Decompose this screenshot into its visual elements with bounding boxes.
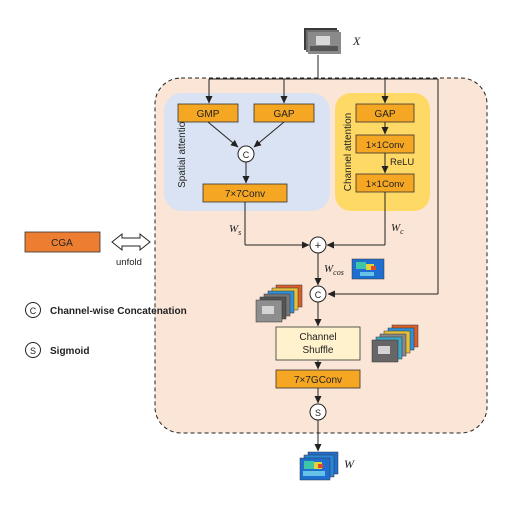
weight-wcos-label: Wcos [324,263,344,277]
spatial-conv-label: 7×7Conv [225,189,265,200]
relu-label: ReLU [390,157,414,168]
output-heatmap-thumbnail [299,451,339,481]
legend-sigmoid-icon [25,342,41,358]
legend-sigmoid-symbol: S [30,346,36,356]
cga-label: CGA [51,238,73,249]
sigmoid-symbol: S [315,408,321,418]
channel-shuffle-block [275,326,361,361]
shuffled-features-thumbnail [371,324,419,363]
unfold-arrow-icon [111,232,151,252]
output-label: W [344,457,355,471]
channel-attention-title: Channel attention [343,113,354,191]
cga-block [24,231,101,253]
spatial-gap-label: GAP [273,109,294,120]
channel-conv1-label: 1×1Conv [366,140,405,151]
channel-gap-label: GAP [374,109,395,120]
gmp-label: GMP [197,109,220,120]
wcos-heatmap-thumbnail [351,258,385,280]
input-label: X [352,34,361,48]
channel-conv2-label: 1×1Conv [366,179,405,190]
legend-concat-icon [25,302,41,318]
unfold-label: unfold [116,257,142,268]
spatial-concat-symbol: C [243,150,250,160]
legend-concat-text: Channel-wise Concatenation [50,306,187,317]
legend-concat-symbol: C [30,306,37,316]
weight-wc-label: Wc [391,222,404,236]
legend-sigmoid-text: Sigmoid [50,346,89,357]
concat-features-thumbnail [255,284,303,323]
weight-ws-label: Ws [229,223,241,237]
input-feature-thumbnail [304,28,341,54]
channel-shuffle-line1: Channel [299,332,336,343]
spatial-attention-title: Spatial attention [177,116,188,188]
add-symbol: + [315,240,321,252]
gconv-label: 7×7GConv [294,375,342,386]
channel-shuffle-line2: Shuffle [303,345,334,356]
fusion-concat-symbol: C [315,290,322,300]
